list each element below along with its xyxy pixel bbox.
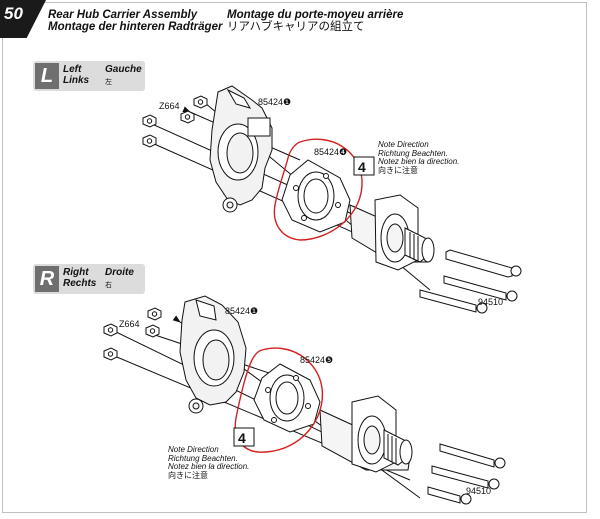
left-bearing-plate — [281, 159, 351, 233]
right-nut-3 — [103, 323, 118, 337]
left-screw-label: 94510 — [478, 297, 504, 307]
right-nut-label: Z664 — [119, 319, 140, 329]
left-quantity-box — [353, 156, 375, 176]
right-badge-letter: R — [35, 266, 59, 292]
right-note-jp: 向きに注意 — [168, 470, 208, 480]
right-nut-2 — [145, 324, 160, 338]
right-label-de: Rechts — [63, 278, 97, 289]
right-note-de: Richtung Beachten. — [168, 453, 238, 463]
right-part-label-b: 85424❺ — [300, 355, 334, 365]
left-nut-1 — [193, 95, 208, 109]
left-part-label-a: 85424❶ — [258, 97, 292, 107]
left-label-jp: 左 — [105, 79, 112, 86]
left-nut-3 — [142, 114, 157, 128]
left-label-de: Links — [63, 75, 90, 86]
right-direction-note: Note Direction Richtung Beachten. Notez … — [168, 445, 250, 480]
right-note-en: Note Direction — [168, 445, 219, 454]
left-assembly — [142, 85, 522, 314]
left-quantity-text: 4 — [358, 159, 366, 175]
right-label-fr: Droite — [105, 267, 134, 278]
left-axle-hub — [349, 194, 435, 271]
right-note-fr: Notez bien la direction. — [168, 462, 250, 471]
left-screw-2 — [443, 275, 518, 302]
right-quantity-text: 4 — [238, 430, 246, 446]
right-screw-label: 94510 — [466, 486, 492, 496]
left-note-de: Richtung Beachten. — [378, 148, 448, 158]
left-note-jp: 向きに注意 — [378, 165, 418, 175]
left-nut-4 — [142, 134, 157, 148]
right-nut-1 — [147, 307, 162, 321]
title-fr: Montage du porte-moyeu arrière — [227, 9, 404, 21]
left-badge-letter: L — [35, 63, 59, 89]
right-assembly — [103, 295, 506, 505]
left-nut-2 — [180, 110, 195, 124]
right-axle-hub — [319, 395, 413, 473]
left-side-badge: L Left Links Gauche 左 — [33, 61, 145, 91]
left-part-label-b: 85424❹ — [314, 147, 348, 157]
left-label-fr: Gauche — [105, 64, 142, 75]
right-part-label-a: 85424❶ — [225, 306, 259, 316]
title-jp: リアハブキャリアの組立て — [227, 21, 365, 33]
right-screw-2 — [431, 465, 500, 490]
left-note-fr: Notez bien la direction. — [378, 157, 460, 166]
right-highlight-loop — [234, 347, 324, 453]
left-label-en: Left — [63, 64, 82, 75]
title-en: Rear Hub Carrier Assembly — [48, 9, 198, 21]
right-label-en: Right — [63, 267, 89, 278]
left-screw-3 — [419, 289, 488, 314]
right-bearing-plate — [253, 363, 321, 433]
left-nut-label: Z664 — [159, 101, 180, 111]
right-side-badge: R Right Rechts Droite 右 — [33, 264, 145, 294]
right-screw-3 — [427, 486, 472, 505]
step-number: 50 — [4, 4, 23, 23]
left-screw-1 — [445, 249, 522, 278]
right-quantity-box — [233, 427, 255, 447]
right-hub-carrier — [179, 295, 247, 414]
right-screw-1 — [439, 443, 506, 469]
left-note-en: Note Direction — [378, 140, 429, 149]
left-direction-note: Note Direction Richtung Beachten. Notez … — [378, 140, 460, 175]
right-label-jp: 右 — [105, 282, 112, 289]
right-nut-4 — [103, 347, 118, 361]
title-de: Montage der hinteren Radträger — [48, 21, 223, 33]
left-hub-carrier — [209, 85, 273, 213]
